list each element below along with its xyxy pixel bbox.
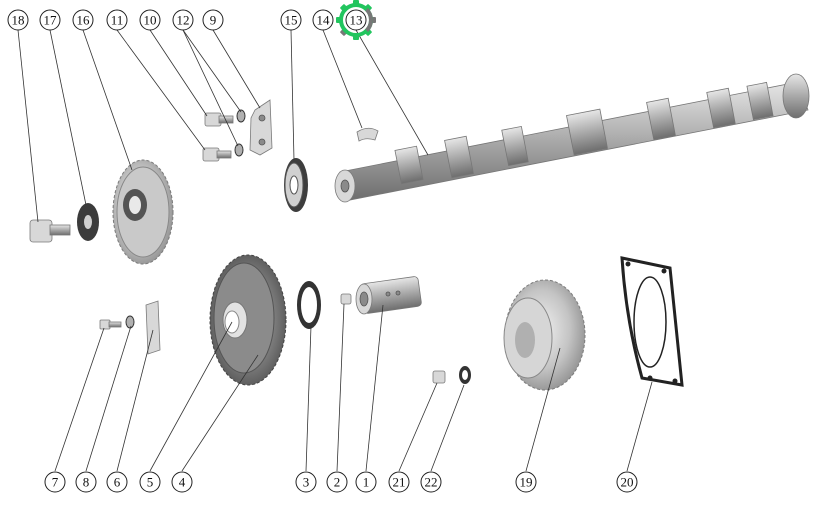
callout-label-21: 21 (393, 475, 406, 490)
gasket-part (620, 256, 684, 387)
callout-21: 21 (388, 471, 410, 493)
callout-label-11: 11 (111, 13, 124, 28)
washer-part-12 (234, 109, 246, 157)
callout-10: 10 (139, 9, 161, 31)
callout-18: 18 (7, 9, 29, 31)
callout-7: 7 (44, 471, 66, 493)
callout-label-7: 7 (52, 475, 59, 490)
callout-label-9: 9 (210, 13, 217, 28)
washer-part-17 (77, 203, 99, 241)
callout-label-1: 1 (363, 475, 370, 490)
camshaft-gear-part (112, 159, 174, 265)
callout-5: 5 (139, 471, 161, 493)
callout-label-3: 3 (303, 475, 310, 490)
camshaft-part (334, 73, 810, 203)
plate-part-6 (145, 300, 161, 355)
callout-label-4: 4 (179, 475, 186, 490)
callout-label-6: 6 (114, 475, 121, 490)
callout-label-10: 10 (144, 13, 157, 28)
idler-gear-part (503, 279, 586, 391)
callout-label-14: 14 (317, 13, 331, 28)
callout-label-5: 5 (147, 475, 154, 490)
callout-22: 22 (420, 471, 442, 493)
callout-label-8: 8 (83, 475, 90, 490)
callout-2: 2 (326, 471, 348, 493)
crank-gear-part (209, 254, 287, 386)
locking-plate-part (249, 99, 273, 156)
bushing-part (340, 293, 352, 305)
leader-lines (17, 29, 653, 472)
callout-4: 4 (171, 471, 193, 493)
callout-label-22: 22 (425, 475, 438, 490)
idler-shaft-part (355, 276, 422, 315)
callout-12: 12 (172, 9, 194, 31)
callout-9: 9 (202, 9, 224, 31)
callout-label-19: 19 (520, 475, 533, 490)
bolt-part-11 (202, 147, 232, 162)
callout-17: 17 (39, 9, 61, 31)
washer-part-8 (125, 315, 135, 329)
callout-19: 19 (515, 471, 537, 493)
callout-1: 1 (355, 471, 377, 493)
callout-16: 16 (72, 9, 94, 31)
callout-3: 3 (295, 471, 317, 493)
callout-20: 20 (616, 471, 638, 493)
bolt-part-18 (29, 219, 71, 243)
gear-icon[interactable] (336, 0, 376, 40)
callout-6: 6 (106, 471, 128, 493)
callout-label-17: 17 (44, 13, 58, 28)
bolt-part-10 (204, 112, 234, 127)
callout-label-13: 13 (350, 13, 363, 28)
callout-label-2: 2 (334, 475, 341, 490)
washer-part-3 (297, 281, 321, 329)
callout-11: 11 (106, 9, 128, 31)
callout-label-12: 12 (177, 13, 190, 28)
callout-label-18: 18 (12, 13, 25, 28)
callout-8: 8 (75, 471, 97, 493)
washer-part-22 (459, 366, 471, 384)
callout-15: 15 (280, 9, 302, 31)
thrust-washer-part (284, 158, 308, 212)
bolt-part-7 (99, 319, 122, 330)
callout-13: 13 (345, 9, 367, 31)
callout-label-16: 16 (77, 13, 91, 28)
callout-label-20: 20 (621, 475, 634, 490)
callout-label-15: 15 (285, 13, 298, 28)
callout-14: 14 (312, 9, 334, 31)
nut-part-21 (432, 370, 446, 384)
woodruff-key-part (356, 127, 379, 142)
